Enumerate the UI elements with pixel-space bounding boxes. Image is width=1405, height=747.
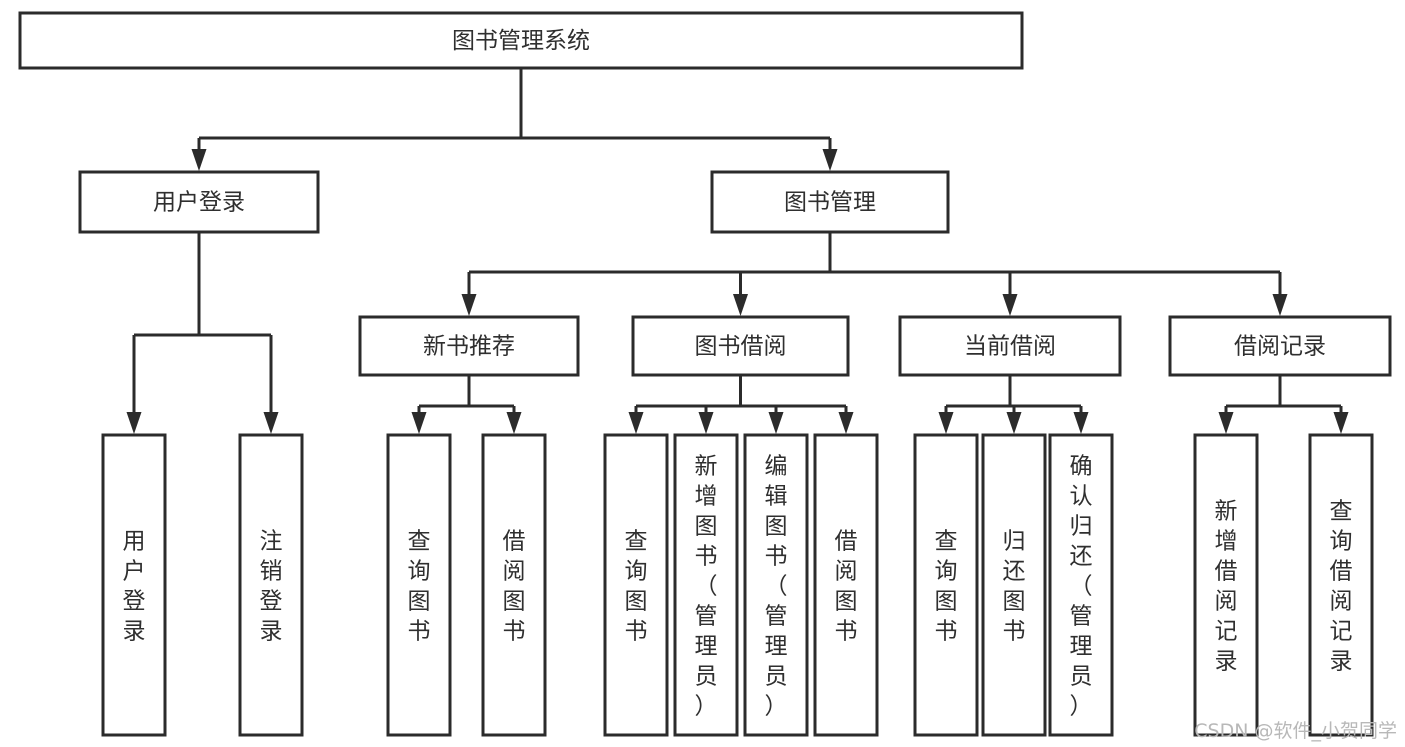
node-box (1048, 433, 1114, 737)
node-root[interactable]: 图书管理系统 (18, 11, 1024, 70)
node-borrow[interactable]: 图书借阅 (631, 315, 850, 377)
edge-group-root (191, 68, 838, 171)
node-bookmgmt[interactable]: 图书管理 (710, 170, 950, 234)
node-label: 当前借阅 (964, 334, 1056, 360)
node-leaf-confirm-return[interactable]: 确认归还（管理员） (1048, 433, 1114, 737)
node-records[interactable]: 借阅记录 (1168, 315, 1392, 377)
edge-group-newbook (411, 375, 522, 434)
node-newbook[interactable]: 新书推荐 (358, 315, 580, 377)
node-layer: 图书管理系统用户登录图书管理新书推荐图书借阅当前借阅借阅记录用户登录注销登录查询… (18, 11, 1392, 737)
watermark-text: CSDN @软件_小贺同学 (1194, 720, 1397, 742)
arrow-head-icon (1218, 412, 1234, 434)
node-label: 确认归还（管理员） (1070, 453, 1093, 719)
node-leaf-query-book-3[interactable]: 查询图书 (913, 433, 979, 737)
node-leaf-logout[interactable]: 注销登录 (238, 433, 304, 737)
arrow-head-icon (1006, 412, 1022, 434)
arrow-head-icon (1002, 294, 1018, 316)
node-leaf-query-record[interactable]: 查询借阅记录 (1308, 433, 1374, 737)
node-label: 用户登录 (123, 528, 146, 644)
arrow-head-icon (628, 412, 644, 434)
arrow-head-icon (263, 412, 279, 434)
node-box (710, 170, 950, 234)
arrow-head-icon (1073, 412, 1089, 434)
node-box (743, 433, 809, 737)
arrow-head-icon (938, 412, 954, 434)
node-label: 查询图书 (408, 528, 431, 644)
arrow-head-icon (411, 412, 427, 434)
arrow-head-icon (838, 412, 854, 434)
node-box (673, 433, 739, 737)
node-leaf-add-book[interactable]: 新增图书（管理员） (673, 433, 739, 737)
node-label: 编辑图书（管理员） (765, 453, 788, 719)
node-box (898, 315, 1122, 377)
node-box (1168, 315, 1392, 377)
node-box (813, 433, 879, 737)
node-box (78, 170, 320, 234)
arrow-head-icon (768, 412, 784, 434)
node-label: 查询图书 (625, 528, 648, 644)
node-label: 借阅图书 (503, 528, 526, 644)
node-leaf-add-record[interactable]: 新增借阅记录 (1193, 433, 1259, 737)
arrow-head-icon (822, 149, 838, 171)
node-box (481, 433, 547, 737)
node-box (603, 433, 669, 737)
node-current[interactable]: 当前借阅 (898, 315, 1122, 377)
node-label: 借阅记录 (1234, 334, 1326, 360)
node-box (913, 433, 979, 737)
node-box (981, 433, 1047, 737)
node-leaf-borrow-book-1[interactable]: 借阅图书 (481, 433, 547, 737)
node-box (1193, 433, 1259, 737)
edge-group-bookmgmt (461, 232, 1288, 316)
node-label: 借阅图书 (835, 528, 858, 644)
node-box (358, 315, 580, 377)
node-box (1308, 433, 1374, 737)
edge-group-borrow (628, 375, 854, 434)
node-leaf-return-book[interactable]: 归还图书 (981, 433, 1047, 737)
node-label: 图书借阅 (695, 334, 787, 360)
arrow-head-icon (461, 294, 477, 316)
node-box (631, 315, 850, 377)
node-leaf-user-login[interactable]: 用户登录 (101, 433, 167, 737)
edge-group-current (938, 375, 1089, 434)
node-box (101, 433, 167, 737)
edge-layer (126, 68, 1349, 434)
edge-group-records (1218, 375, 1349, 434)
node-leaf-query-book-2[interactable]: 查询图书 (603, 433, 669, 737)
arrow-head-icon (1272, 294, 1288, 316)
node-label: 图书管理 (784, 190, 876, 216)
node-label: 新增图书（管理员） (695, 453, 718, 719)
node-box (238, 433, 304, 737)
node-leaf-query-book-1[interactable]: 查询图书 (386, 433, 452, 737)
edge-group-login (126, 232, 279, 434)
node-box (18, 11, 1024, 70)
node-leaf-edit-book[interactable]: 编辑图书（管理员） (743, 433, 809, 737)
node-label: 查询图书 (935, 528, 958, 644)
arrow-head-icon (698, 412, 714, 434)
arrow-head-icon (191, 149, 207, 171)
arrow-head-icon (1333, 412, 1349, 434)
node-leaf-borrow-book-2[interactable]: 借阅图书 (813, 433, 879, 737)
node-label: 用户登录 (153, 190, 245, 216)
node-login[interactable]: 用户登录 (78, 170, 320, 234)
node-box (386, 433, 452, 737)
arrow-head-icon (126, 412, 142, 434)
node-label: 查询借阅记录 (1330, 498, 1353, 674)
node-label: 图书管理系统 (452, 28, 590, 54)
arrow-head-icon (733, 294, 748, 316)
node-label: 归还图书 (1003, 528, 1026, 644)
arrow-head-icon (506, 412, 522, 434)
node-label: 新书推荐 (423, 334, 515, 360)
node-label: 注销登录 (260, 528, 283, 644)
node-label: 新增借阅记录 (1215, 498, 1238, 674)
